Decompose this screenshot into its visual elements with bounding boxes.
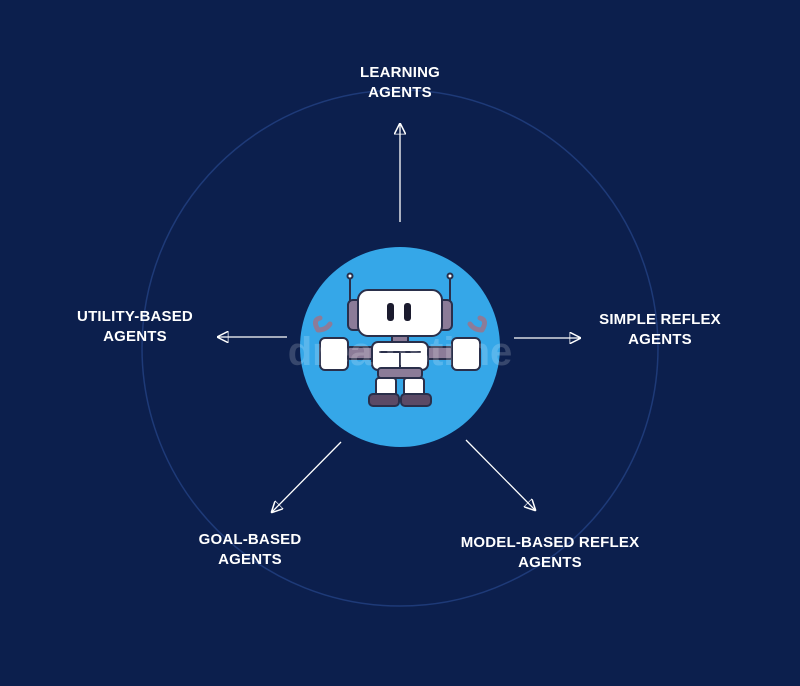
robot-illustration: [312, 272, 488, 407]
node-learning-line2: AGENTS: [368, 84, 432, 101]
node-simple-reflex-line1: SIMPLE REFLEX: [599, 311, 721, 328]
robot-eye-left: [387, 303, 394, 321]
node-utility-based-line2: AGENTS: [103, 328, 167, 345]
node-utility-based-line1: UTILITY-BASED: [77, 308, 193, 325]
node-goal-based: GOAL-BASED AGENTS: [170, 530, 330, 570]
node-learning: LEARNING AGENTS: [320, 63, 480, 103]
node-utility-based: UTILITY-BASED AGENTS: [55, 307, 215, 347]
node-learning-line1: LEARNING: [360, 64, 440, 81]
node-model-based-line2: AGENTS: [518, 554, 582, 571]
arrow-goal-based: [272, 441, 342, 512]
node-simple-reflex: SIMPLE REFLEX AGENTS: [570, 310, 750, 350]
node-model-based: MODEL-BASED REFLEX AGENTS: [440, 533, 660, 573]
node-goal-based-line2: AGENTS: [218, 551, 282, 568]
node-model-based-line1: MODEL-BASED REFLEX: [460, 534, 640, 551]
outer-ring: [141, 89, 659, 607]
arrow-model-based: [465, 439, 535, 510]
node-simple-reflex-line2: AGENTS: [628, 331, 692, 348]
node-goal-based-line1: GOAL-BASED: [198, 531, 302, 548]
robot-eye-right: [404, 303, 411, 321]
